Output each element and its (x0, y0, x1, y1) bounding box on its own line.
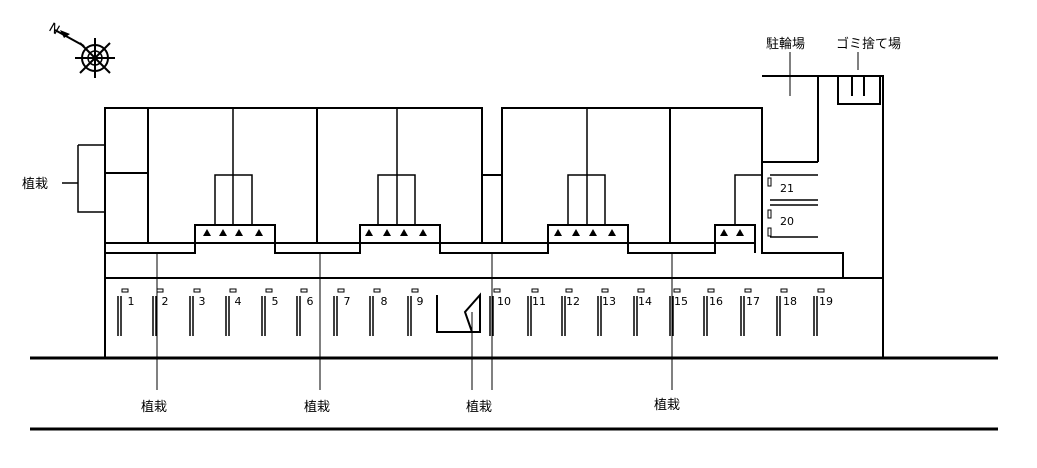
parking-spot-number: 2 (162, 295, 169, 308)
right-block (762, 75, 884, 358)
parking-spot-number: 10 (497, 295, 511, 308)
parking-spot-number: 15 (674, 295, 688, 308)
stall-marker (531, 288, 539, 293)
stall-marker (493, 288, 501, 293)
stall-marker (156, 288, 164, 293)
stall-marker (601, 288, 609, 293)
stall-marker (411, 288, 419, 293)
stall-marker (300, 288, 308, 293)
stall-marker (193, 288, 201, 293)
stall-marker (229, 288, 237, 293)
side-spot-21: 21 (780, 182, 794, 195)
stall-marker (121, 288, 129, 293)
planting-label-1: 植栽 (141, 399, 167, 415)
parking-spot-number: 18 (783, 295, 797, 308)
stall-marker (780, 288, 788, 293)
parking-spot-number: 4 (235, 295, 242, 308)
planting-label-2: 植栽 (304, 399, 330, 415)
stall-marker (744, 288, 752, 293)
parking-spot-number: 9 (417, 295, 424, 308)
side-spot-20: 20 (780, 215, 794, 228)
parking-spot-number: 8 (381, 295, 388, 308)
stall-marker (637, 288, 645, 293)
parking-spot-number: 7 (344, 295, 351, 308)
compass-icon (54, 29, 115, 78)
stall-marker (817, 288, 825, 293)
parking-spot-number: 13 (602, 295, 616, 308)
parking-spot-number: 5 (272, 295, 279, 308)
entrance-markers (203, 229, 744, 236)
building-outline (104, 107, 844, 279)
stall-marker (673, 288, 681, 293)
stall-marker (265, 288, 273, 293)
parking-spot-number: 19 (819, 295, 833, 308)
parking-spot-number: 1 (128, 295, 135, 308)
parking-spot-number: 12 (566, 295, 580, 308)
parking-spot-number: 17 (746, 295, 760, 308)
stall-marker (707, 288, 715, 293)
bicycle-parking-label: 駐輪場 (766, 36, 805, 52)
garbage-label: ゴミ捨て場 (836, 36, 901, 52)
stall-marker (565, 288, 573, 293)
planting-label-left: 植栽 (22, 176, 48, 192)
parking-spot-number: 14 (638, 295, 652, 308)
stall-marker (337, 288, 345, 293)
planting-label-3: 植栽 (466, 399, 492, 415)
parking-spot-number: 11 (532, 295, 546, 308)
planting-label-4: 植栽 (654, 397, 680, 413)
north-label: N (46, 20, 62, 38)
parking-spot-number: 3 (199, 295, 206, 308)
parking-spot-number: 6 (307, 295, 314, 308)
parking-spot-number: 16 (709, 295, 723, 308)
stall-marker (373, 288, 381, 293)
